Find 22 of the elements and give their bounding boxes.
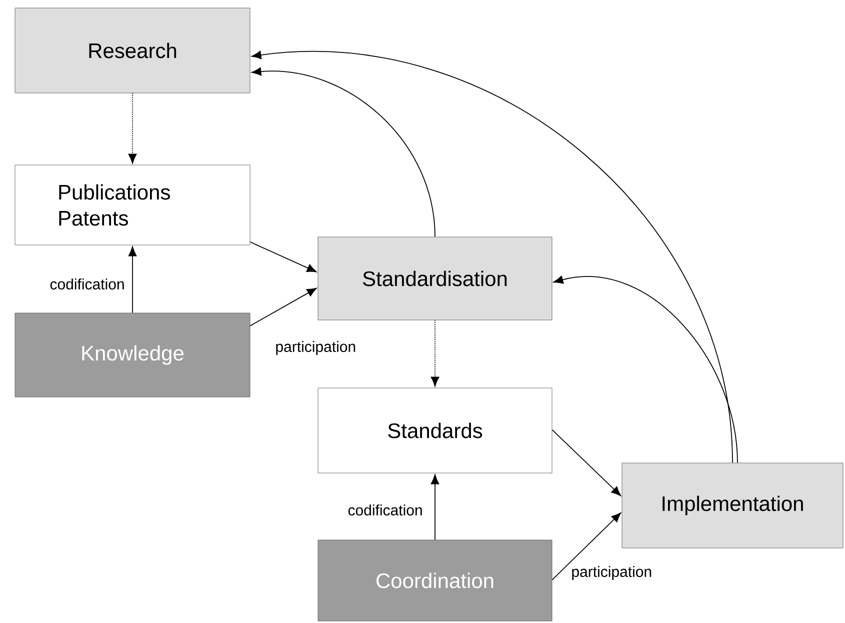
arrow <box>552 429 622 496</box>
arrow <box>430 320 440 387</box>
edge-label: codification <box>48 278 126 290</box>
arrow <box>553 276 738 464</box>
edge-label: participation <box>274 340 358 356</box>
arrow <box>251 67 436 238</box>
arrow <box>250 242 317 272</box>
arrow <box>251 50 733 464</box>
process-box: Research <box>14 8 250 94</box>
edge-label: codification <box>346 504 424 516</box>
process-box: Knowledge <box>14 312 250 398</box>
arrow <box>250 288 317 326</box>
arrow <box>128 246 137 314</box>
arrow <box>552 512 622 580</box>
process-box: Publications Patents <box>14 164 250 246</box>
process-box: Standards <box>318 388 552 474</box>
process-box: Standardisation <box>318 236 552 320</box>
process-box: Implementation <box>622 462 844 548</box>
process-box: Coordination <box>318 540 552 622</box>
arrow <box>430 474 440 540</box>
arrow <box>128 92 137 164</box>
edge-label: participation <box>570 565 654 581</box>
